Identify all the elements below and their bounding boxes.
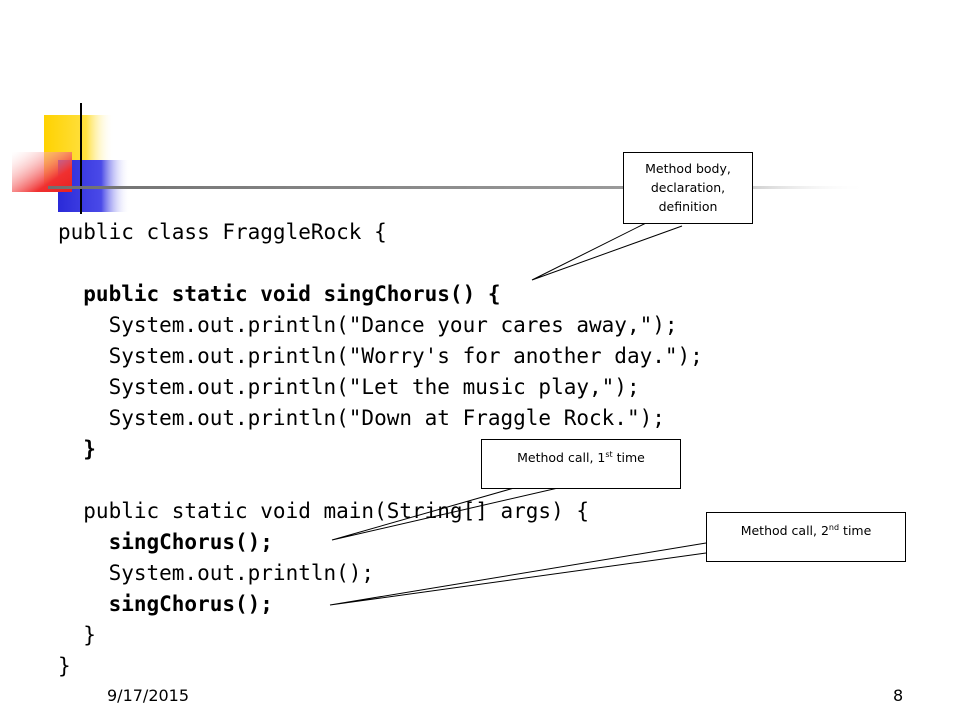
code-line: System.out.println("Down at Fraggle Rock… (58, 406, 665, 430)
callout-call2-suffix: time (839, 523, 872, 538)
code-line: } (58, 654, 71, 678)
code-line: System.out.println("Worry's for another … (58, 344, 703, 368)
callout-method-call-2: Method call, 2nd time (706, 512, 906, 562)
callout-pointer-call2 (329, 542, 707, 606)
callout-call2-text: Method call, 2 (740, 523, 829, 538)
callout-method-definition: Method body, declaration, definition (623, 152, 753, 224)
horizontal-rule (48, 186, 868, 189)
callout-definition-line3: definition (658, 199, 718, 214)
code-line: } (58, 437, 96, 461)
code-line: System.out.println("Let the music play,"… (58, 375, 640, 399)
code-line: public class FraggleRock { (58, 220, 387, 244)
red-square (12, 152, 72, 192)
callout-pointer-definition (531, 222, 683, 281)
callout-call1-sup: st (605, 449, 613, 459)
code-line: singChorus(); (58, 592, 273, 616)
callout-pointer-call1 (331, 487, 559, 541)
callout-call1-suffix: time (612, 450, 645, 465)
callout-definition-line1: Method body, (645, 161, 731, 176)
code-line: System.out.println("Dance your cares awa… (58, 313, 678, 337)
code-line: public static void main(String[] args) { (58, 499, 590, 523)
callout-call2-sup: nd (828, 522, 840, 532)
code-line: } (58, 623, 96, 647)
callout-call1-text: Method call, 1 (517, 450, 606, 465)
slide-number: 8 (893, 686, 904, 705)
callout-definition-line2: declaration, (650, 180, 726, 195)
code-line: singChorus(); (58, 530, 273, 554)
code-line: public static void singChorus() { (58, 282, 501, 306)
code-line: System.out.println(); (58, 561, 375, 585)
callout-method-call-1: Method call, 1st time (481, 439, 681, 489)
footer-date: 9/17/2015 (107, 686, 190, 705)
